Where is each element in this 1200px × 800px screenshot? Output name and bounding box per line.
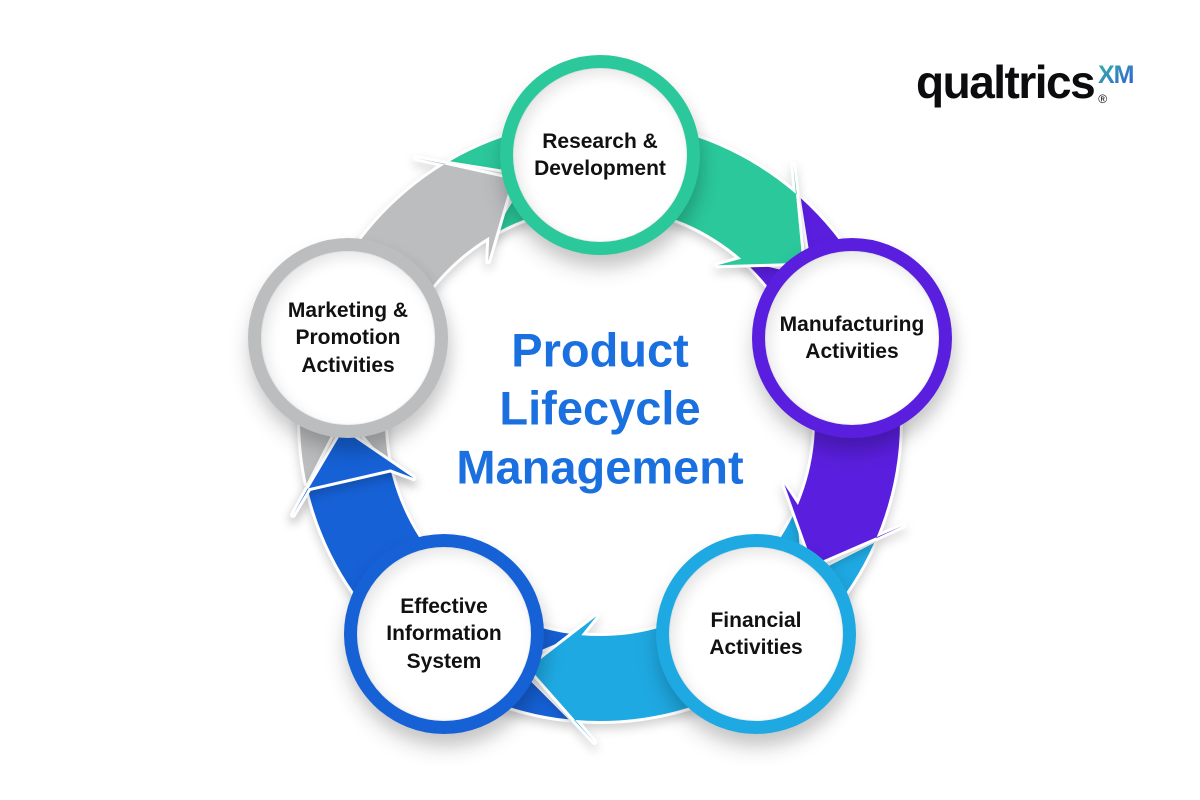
xm-text: XM bbox=[1098, 62, 1134, 88]
stage-circle-manufacturing-activities: Manufacturing Activities bbox=[752, 238, 952, 438]
title-line: Management bbox=[456, 440, 744, 494]
qualtrics-logo: qualtrics XM ® bbox=[916, 56, 1149, 108]
cycle-arrow-head-effective-information-system bbox=[290, 427, 417, 518]
diagram-title: Product Lifecycle Management bbox=[456, 322, 743, 497]
registered-mark: ® bbox=[1098, 92, 1108, 106]
stage-label: Manufacturing Activities bbox=[779, 312, 925, 363]
stage-label: Marketing & Promotion Activities bbox=[287, 299, 409, 377]
stage-circle-financial-activities: Financial Activities bbox=[656, 534, 856, 734]
stage-label: Financial Activities bbox=[709, 608, 803, 659]
stage-circle-marketing-promotion: Marketing & Promotion Activities bbox=[248, 238, 448, 438]
stage-label: Research & Development bbox=[534, 129, 666, 180]
xm-gradient-logo: XM bbox=[1098, 62, 1135, 88]
stage-circle-research-development: Research & Development bbox=[500, 55, 700, 255]
stage-label: Effective Information System bbox=[386, 595, 502, 673]
stage-circle-effective-information-system: Effective Information System bbox=[344, 534, 544, 734]
title-line: Product bbox=[511, 323, 689, 377]
title-line: Lifecycle bbox=[499, 381, 701, 435]
qualtrics-wordmark: qualtrics bbox=[916, 56, 1096, 108]
logo-suffix-block: XM ® bbox=[1097, 62, 1149, 105]
